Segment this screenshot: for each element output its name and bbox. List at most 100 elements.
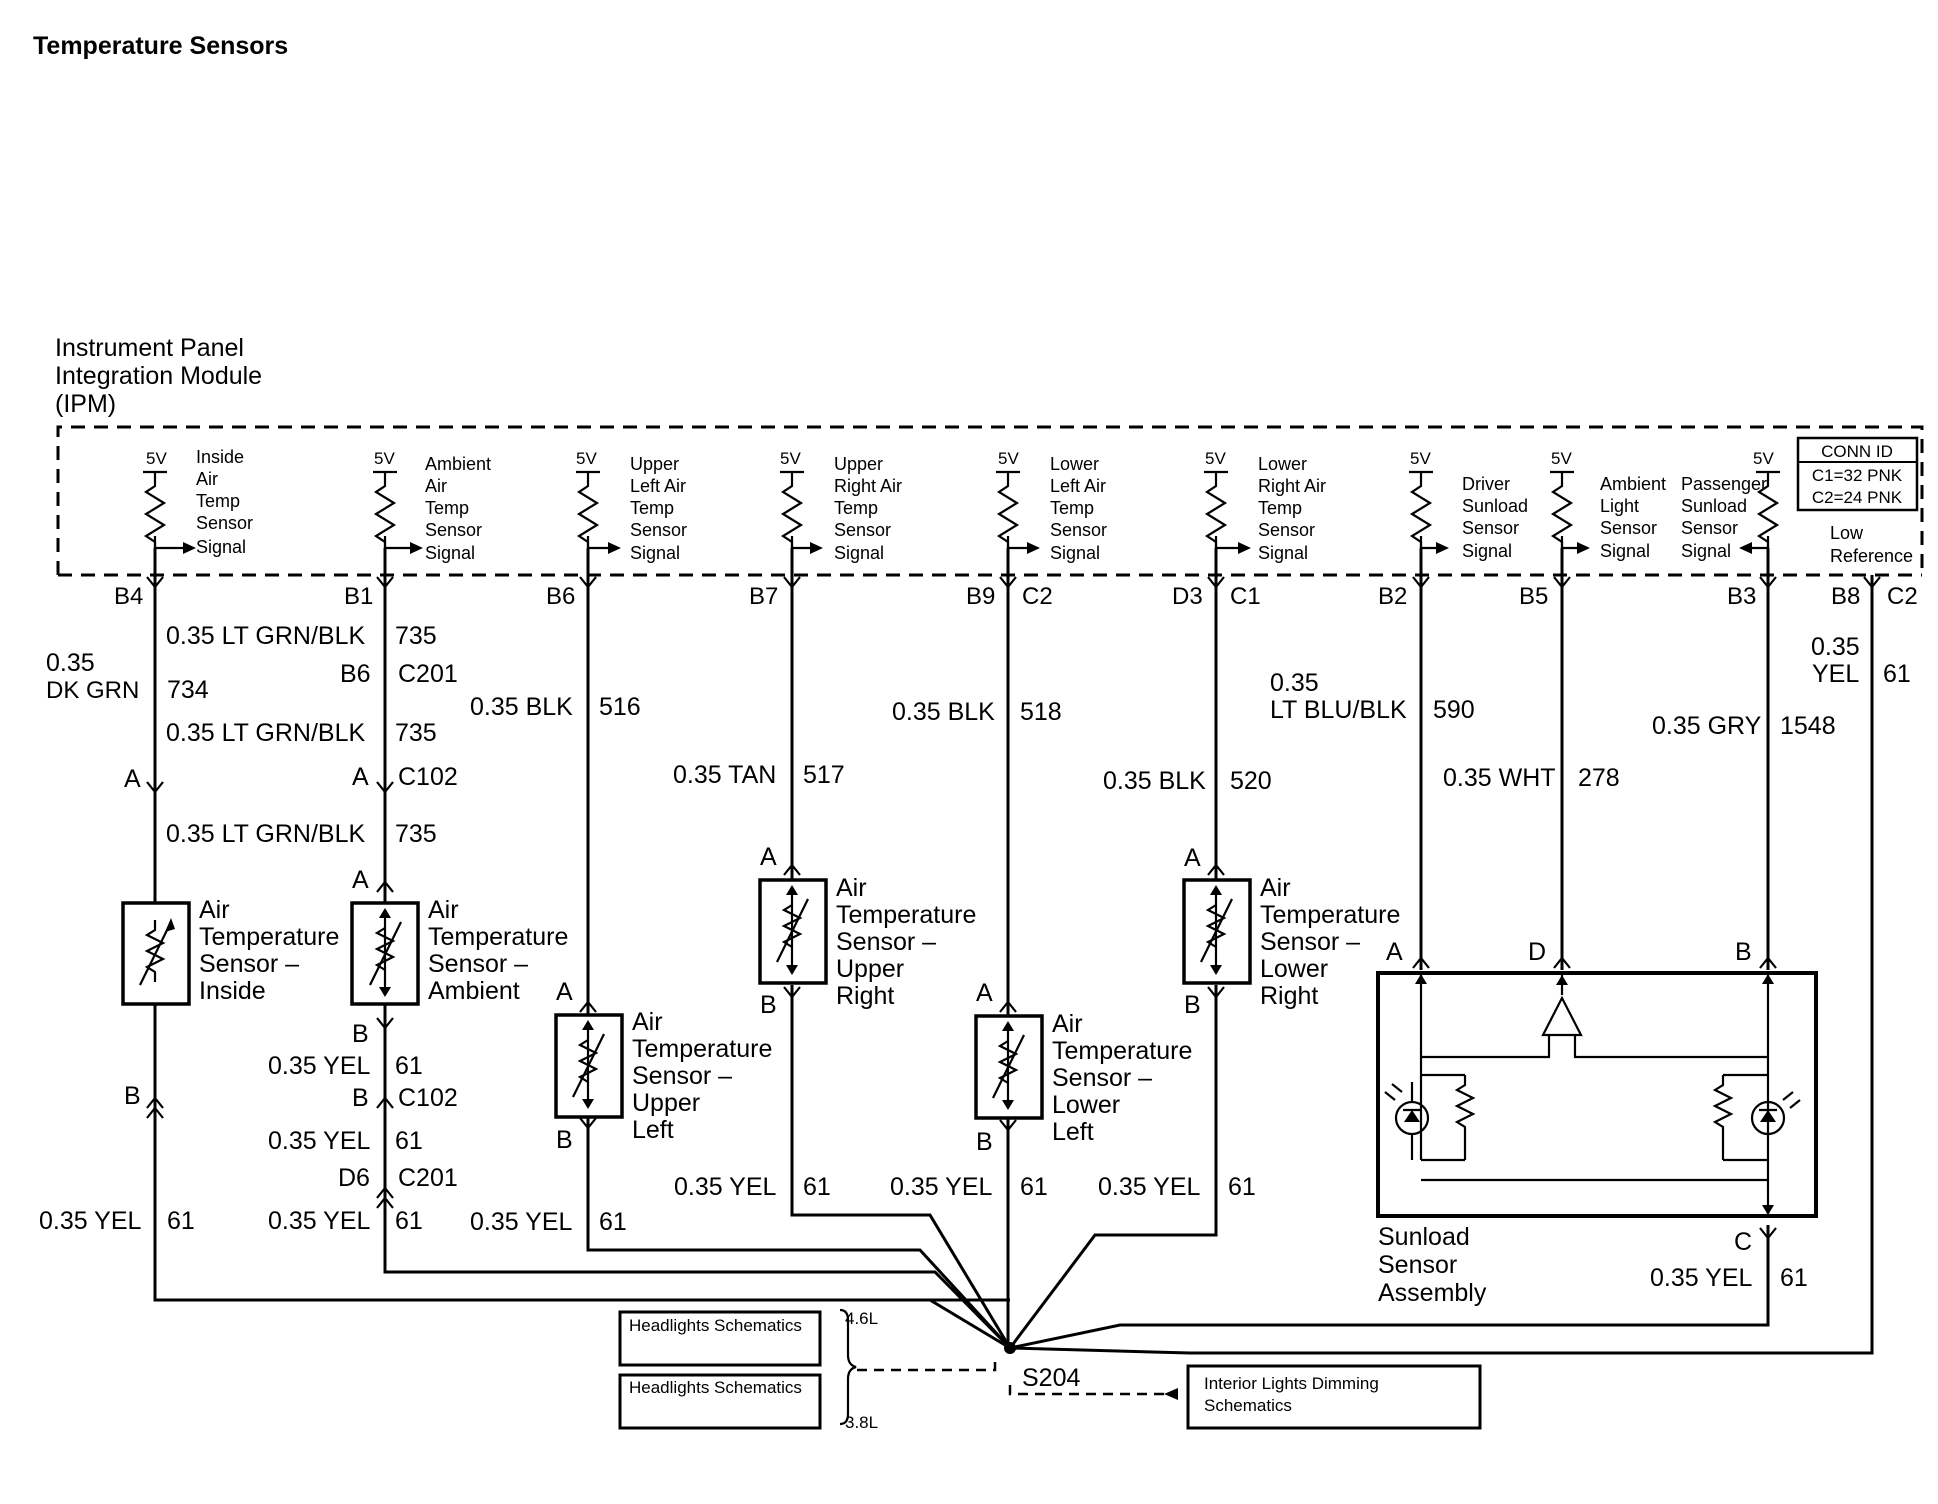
sensor-ambient-label-2: Temperature [428,923,568,951]
wire-yel-lr: 0.35 YEL [1098,1173,1201,1201]
sensor-upper-right-label-4: Upper [836,955,904,983]
supply-5v-label: 5V [374,449,395,468]
signal-lower-right-5: Signal [1258,543,1308,563]
module-name-line-2: Integration Module [55,362,262,390]
connector-a-ambient: A [352,763,369,791]
wire-yel-ambient-2: 0.35 YEL [268,1127,371,1155]
wire-ul-color: 0.35 BLK [470,693,573,721]
signal-upper-right-3: Temp [834,498,878,518]
supply-inside: 5V [143,449,196,554]
connector-b-sunload: B [1735,938,1752,966]
wire-yel-ul-circuit: 61 [599,1208,627,1236]
wire-pass-color: 0.35 GRY [1652,712,1762,740]
interior-ref-label-1: Interior Lights Dimming [1204,1374,1379,1393]
wire-yel-ll-circuit: 61 [1020,1173,1048,1201]
wire-yel-ambient-1-circuit: 61 [395,1052,423,1080]
wire-yel-lr-circuit: 61 [1228,1173,1256,1201]
supply-upper-left: 5V [576,449,621,554]
conn-id-title: CONN ID [1821,442,1893,461]
signal-upper-left-4: Sensor [630,520,687,540]
wire-yel-ul: 0.35 YEL [470,1208,573,1236]
sensor-ambient [350,901,420,1006]
pin-b4: B4 [114,583,143,610]
pin-b5: B5 [1519,583,1548,610]
headlights-ref-2-label: Headlights Schematics [629,1378,802,1397]
wire-ambient-circuit-3: 735 [395,820,437,848]
sensor-upper-right-label-5: Right [836,982,894,1010]
signal-lower-left-3: Temp [1050,498,1094,518]
supply-driver-sunload: 5V [1409,449,1449,554]
sensor-lower-right-label-5: Right [1260,982,1318,1010]
sensor-ambient-label-4: Ambient [428,977,520,1005]
sensor-upper-right-label-3: Sensor – [836,928,936,956]
module-name-line-1: Instrument Panel [55,334,244,362]
connector-marks [146,576,1881,1240]
sensor-lower-left-label-4: Lower [1052,1091,1120,1119]
supply-upper-right: 5V [780,449,823,554]
signal-passenger-sunload-4: Signal [1681,541,1731,561]
pin-c1: C1 [1230,583,1261,610]
wire-inside-size: 0.35 [46,649,95,677]
headlights-schematics-ref-2[interactable]: Headlights Schematics [618,1373,822,1430]
wire-yel-ur: 0.35 YEL [674,1173,777,1201]
signal-ambient-3: Temp [425,498,469,518]
supply-ambient: 5V [373,449,423,554]
supply-5v-label: 5V [1551,449,1572,468]
signal-lower-left-4: Sensor [1050,520,1107,540]
connector-b-lower-right: B [1184,991,1201,1019]
page-title: Temperature Sensors [33,32,289,60]
sensor-lower-left-label-5: Left [1052,1118,1094,1146]
signal-driver-sunload-1: Driver [1462,474,1510,494]
wire-yel-inside-circuit: 61 [167,1207,195,1235]
wire-drv-color: LT BLU/BLK [1270,696,1407,724]
wire-lowref-circuit: 61 [1883,660,1911,688]
sensor-lower-right-label-2: Temperature [1260,901,1400,929]
sensor-upper-left-label-4: Upper [632,1089,700,1117]
connector-a-upper-right: A [760,843,777,871]
sensor-upper-left [554,1013,624,1119]
sensor-upper-left-label-3: Sensor – [632,1062,732,1090]
connector-b-upper-left: B [556,1126,573,1154]
supply-5v-label: 5V [998,449,1019,468]
connector-a-lower-right: A [1184,844,1201,872]
wire-inside-circuit: 734 [167,676,209,704]
pin-b3: B3 [1727,583,1756,610]
signal-ambient-light-3: Sensor [1600,518,1657,538]
signal-lower-right-4: Sensor [1258,520,1315,540]
signal-inside-1: Inside [196,447,244,467]
wire-lowref-color: YEL [1812,660,1859,688]
splice-s204-dot [1004,1342,1016,1354]
low-reference-label-1: Low [1830,523,1864,543]
signal-lower-left-1: Lower [1050,454,1099,474]
wire-drv-size: 0.35 [1270,669,1319,697]
sunload-label-3: Assembly [1378,1279,1487,1307]
supply-ambient-light: 5V [1550,449,1590,554]
wire-drv-circuit: 590 [1433,696,1475,724]
supply-5v-label: 5V [576,449,597,468]
connector-c201-lower: C201 [398,1164,458,1192]
sensor-lower-left [974,1014,1044,1120]
supply-5v-label: 5V [1410,449,1431,468]
signal-driver-sunload-4: Signal [1462,541,1512,561]
supply-5v-label: 5V [1753,449,1774,468]
conn-id-box: CONN ID C1=32 PNK C2=24 PNK [1796,436,1919,512]
interior-lights-dimming-ref[interactable]: Interior Lights Dimming Schematics [1186,1364,1482,1430]
signal-upper-left-5: Signal [630,543,680,563]
headlights-reference-line [857,1362,997,1372]
signal-inside-5: Signal [196,537,246,557]
splice-s204: S204 [1022,1364,1080,1392]
connector-a-sunload: A [1386,938,1403,966]
pin-c2-a: C2 [1022,583,1053,610]
signal-lower-right-2: Right Air [1258,476,1326,496]
wire-yel-sunload: 0.35 YEL [1650,1264,1753,1292]
supply-lower-left: 5V [996,449,1040,554]
connector-b-ambient: B [352,1020,369,1048]
sensor-lower-right-label-4: Lower [1260,955,1328,983]
wire-yel-ambient-1: 0.35 YEL [268,1052,371,1080]
pin-b7: B7 [749,583,778,610]
headlights-schematics-ref-1[interactable]: Headlights Schematics [618,1310,822,1367]
signal-passenger-sunload-1: Passenger [1681,474,1767,494]
sensor-upper-right [758,878,828,985]
wire-yel-sunload-circuit: 61 [1780,1264,1808,1292]
